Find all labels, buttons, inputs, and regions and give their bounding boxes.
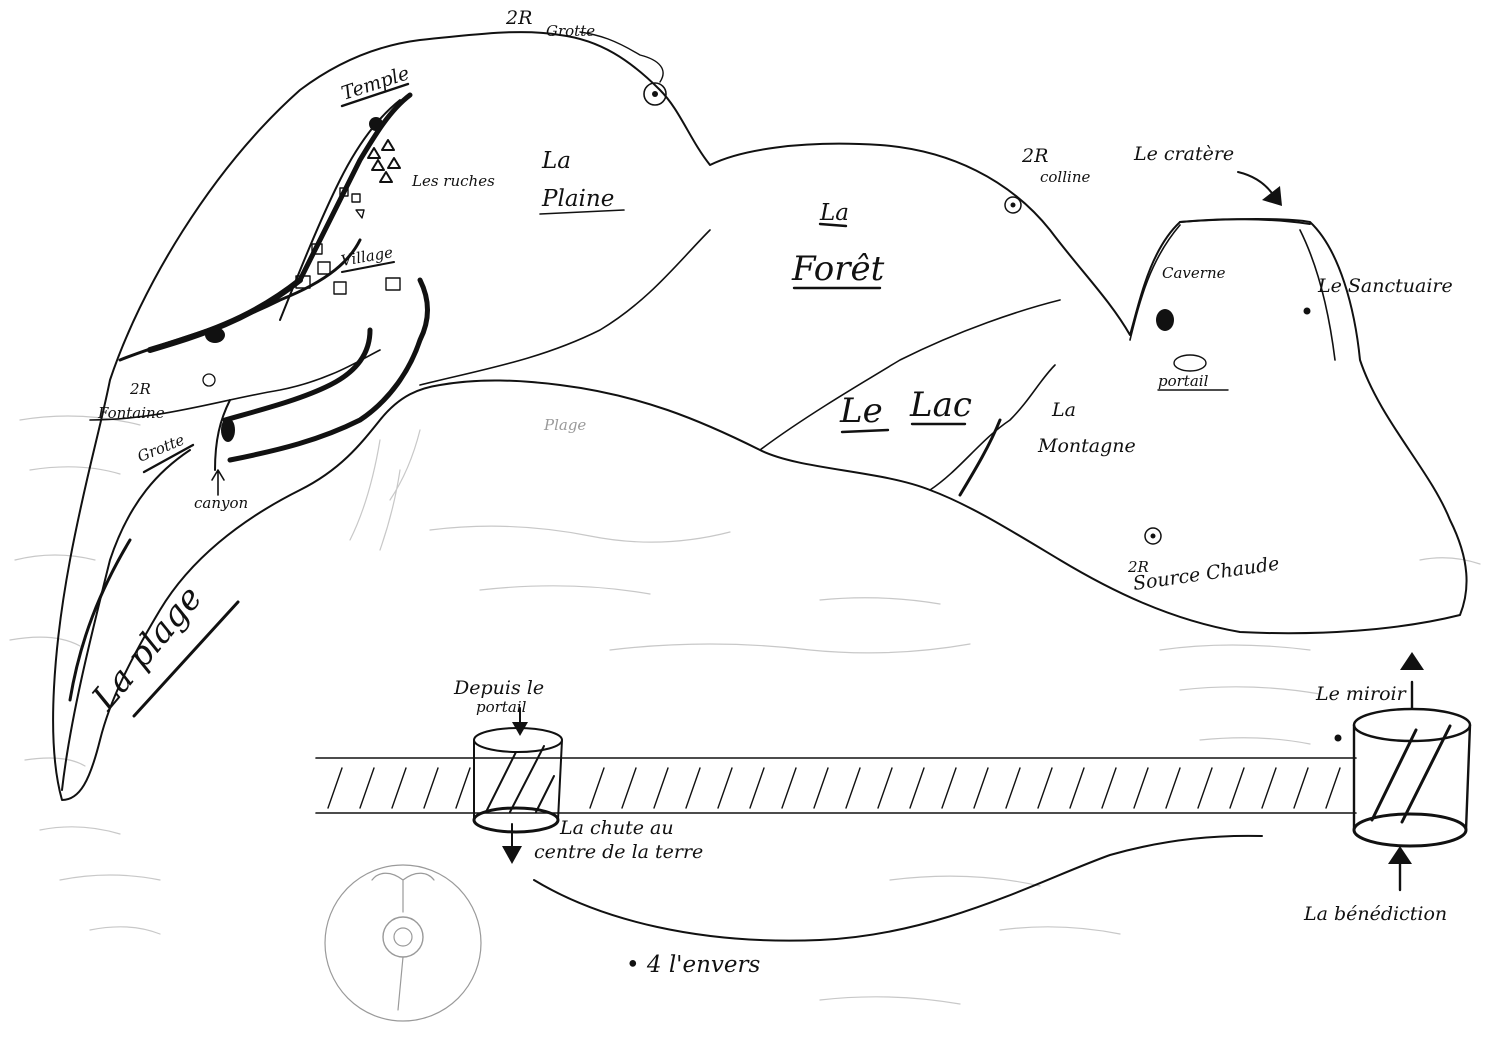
pencil-emblem-icon (324, 864, 482, 1022)
village-houses-icon (295, 187, 401, 295)
crater-arrow-icon (1237, 171, 1275, 197)
plaine-label-1: La (541, 148, 571, 174)
caverne-label: Caverne (1162, 264, 1226, 282)
montagne-label-1: La (1051, 399, 1076, 421)
fontaine-number: 2R (129, 380, 151, 398)
beehives-icon (367, 139, 401, 183)
chute-label-1: La chute au (559, 817, 674, 839)
plaine-label-2: Plaine (541, 186, 614, 212)
caverne-entrance-icon (1156, 309, 1174, 331)
background-sketch (9, 415, 1481, 1005)
labels: 2R Grotte Temple Les ruches Village La P… (84, 7, 1453, 978)
temple-label: Temple (339, 62, 412, 105)
colline-waypoint-icon (1004, 196, 1022, 214)
portal-cylinder-right-icon (1334, 652, 1472, 892)
cratere-label: Le cratère (1133, 143, 1234, 165)
canyon-arrow-icon (211, 469, 225, 496)
source-waypoint-icon (1144, 527, 1162, 545)
colline-label: colline (1040, 168, 1090, 186)
ruches-label: Les ruches (411, 172, 495, 190)
portail-cave-label: portail (1158, 372, 1209, 390)
sanctuaire-icon (1303, 307, 1311, 315)
foret-label-1: La (819, 200, 849, 226)
island-outline (52, 31, 1468, 801)
grotte-left-label: Grotte (135, 431, 187, 466)
grotte-icon (221, 418, 235, 442)
montagne-label-2: Montagne (1037, 435, 1136, 457)
grotte-top-label: Grotte (546, 22, 595, 40)
portal-cylinder-left-icon (472, 707, 563, 864)
envers-label: • 4 l'envers (626, 952, 761, 978)
village-label: Village (340, 243, 395, 270)
colline-number: 2R (1021, 145, 1048, 167)
fontaine-label: Fontaine (97, 404, 165, 422)
crater-rim (1179, 218, 1311, 225)
lac-label-1: Le (839, 391, 883, 431)
temple-icon (369, 117, 383, 131)
island (52, 31, 1468, 801)
portail-icon (1173, 354, 1207, 372)
underworld-section (315, 652, 1472, 1022)
chute-label-2: centre de la terre (534, 841, 703, 863)
grotte-top-number: 2R (505, 7, 532, 29)
canyon-label: canyon (194, 494, 248, 512)
source-label: Source Chaude (1132, 553, 1281, 595)
sanctuaire-label: Le Sanctuaire (1317, 275, 1453, 297)
cave-entrance-icon (205, 327, 225, 343)
lac-label-2: Lac (909, 385, 972, 425)
plage-label: La plage (84, 578, 211, 718)
markers (202, 31, 1311, 545)
depuis-label-2: portail (476, 698, 527, 716)
plage-faint-label: Plage (543, 416, 586, 434)
depuis-label-1: Depuis le (453, 677, 544, 699)
foret-label-2: Forêt (791, 249, 885, 289)
source-number: 2R (1127, 558, 1149, 576)
benediction-label: La bénédiction (1303, 903, 1447, 925)
miroir-label: Le miroir (1315, 683, 1408, 705)
grotte-waypoint-icon (643, 82, 667, 106)
label-underlines (132, 82, 1229, 718)
fontaine-waypoint-icon (202, 373, 216, 387)
